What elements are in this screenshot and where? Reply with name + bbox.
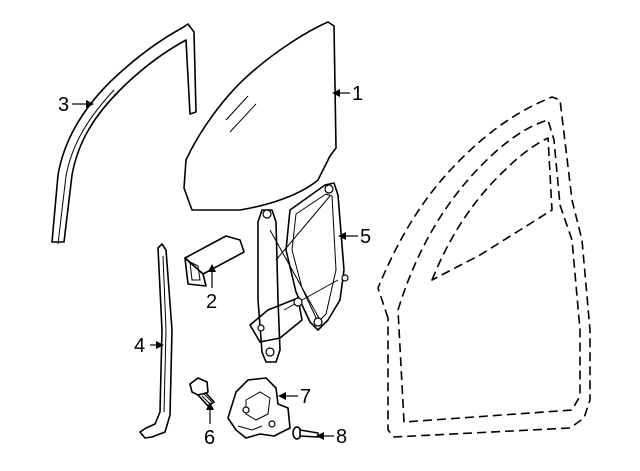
door-glass (183, 21, 337, 211)
callout-3: 3 (58, 94, 69, 116)
lower-channel (139, 243, 173, 439)
front-door-shell (377, 96, 591, 438)
window-regulator (249, 182, 349, 363)
glass-run-channel (51, 23, 197, 245)
callout-8: 8 (336, 426, 347, 448)
channel-insert (184, 235, 245, 287)
callout-4: 4 (134, 335, 145, 357)
callout-1: 1 (352, 83, 363, 105)
regulator-motor (227, 377, 291, 439)
screw (292, 426, 319, 440)
bolt (189, 377, 215, 407)
callout-2: 2 (206, 291, 217, 313)
callout-5: 5 (360, 226, 371, 248)
callout-7: 7 (300, 386, 311, 408)
callout-leaders (72, 89, 358, 440)
callout-6: 6 (204, 427, 215, 449)
